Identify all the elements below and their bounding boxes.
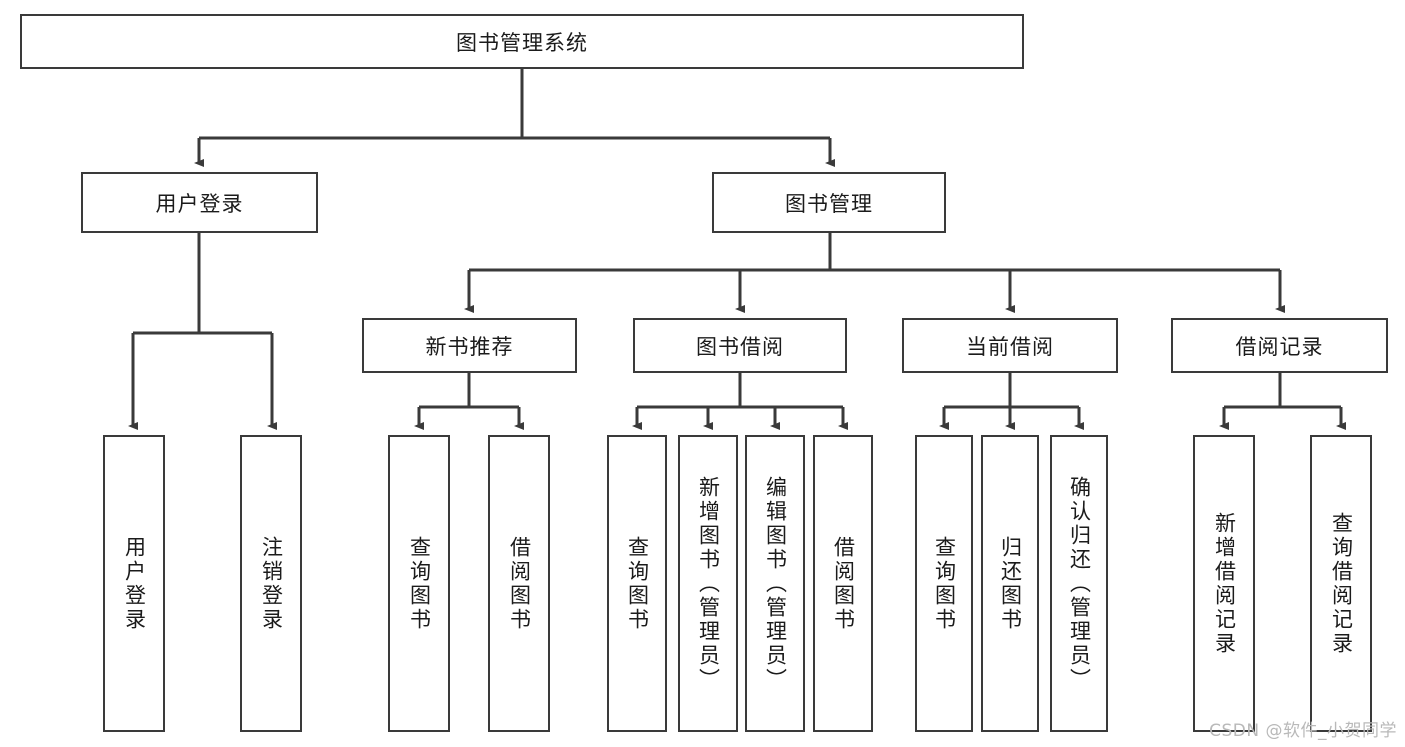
node-label: 借阅记录 [1235,334,1324,359]
node-label: 新增图书（管理员） [696,475,721,692]
node-leaf-add-borrow-record[interactable]: 新增借阅记录 [1193,435,1255,732]
node-leaf-query-books-borrow[interactable]: 查询图书 [607,435,667,732]
node-level2-book-borrow[interactable]: 图书借阅 [633,318,847,373]
node-label: 确认归还（管理员） [1067,475,1092,692]
node-leaf-query-books-current[interactable]: 查询图书 [915,435,973,732]
node-label: 编辑图书（管理员） [763,475,788,692]
node-label: 查询借阅记录 [1329,511,1354,656]
node-level1-user-login[interactable]: 用户登录 [81,172,318,233]
node-label: 查询图书 [932,535,957,632]
node-label: 注销登录 [259,535,284,632]
node-leaf-add-book-admin[interactable]: 新增图书（管理员） [678,435,738,732]
node-leaf-borrow-book[interactable]: 借阅图书 [813,435,873,732]
node-level2-new-book-recommend[interactable]: 新书推荐 [362,318,577,373]
node-label: 借阅图书 [831,535,856,632]
node-root[interactable]: 图书管理系统 [20,14,1024,69]
node-label: 当前借阅 [966,334,1054,359]
node-leaf-edit-book-admin[interactable]: 编辑图书（管理员） [745,435,805,732]
node-leaf-query-books-recommend[interactable]: 查询图书 [388,435,450,732]
node-label: 查询图书 [407,535,432,632]
watermark: CSDN @软件_小贺同学 [1209,721,1397,741]
node-level1-book-management[interactable]: 图书管理 [712,172,946,233]
node-label: 图书管理系统 [456,30,588,55]
node-label: 新增借阅记录 [1212,511,1237,656]
node-leaf-return-book[interactable]: 归还图书 [981,435,1039,732]
node-leaf-query-borrow-record[interactable]: 查询借阅记录 [1310,435,1372,732]
node-label: 用户登录 [122,535,147,632]
node-label: 归还图书 [998,535,1023,632]
node-leaf-confirm-return-admin[interactable]: 确认归还（管理员） [1050,435,1108,732]
node-label: 图书管理 [785,191,873,216]
node-level2-current-borrow[interactable]: 当前借阅 [902,318,1118,373]
node-leaf-logout[interactable]: 注销登录 [240,435,302,732]
node-label: 查询图书 [625,535,650,632]
node-leaf-user-login[interactable]: 用户登录 [103,435,165,732]
node-label: 用户登录 [155,191,244,216]
node-label: 新书推荐 [425,334,514,359]
node-label: 借阅图书 [507,535,532,632]
node-leaf-borrow-books-recommend[interactable]: 借阅图书 [488,435,550,732]
node-level2-borrow-records[interactable]: 借阅记录 [1171,318,1388,373]
node-label: 图书借阅 [696,334,784,359]
